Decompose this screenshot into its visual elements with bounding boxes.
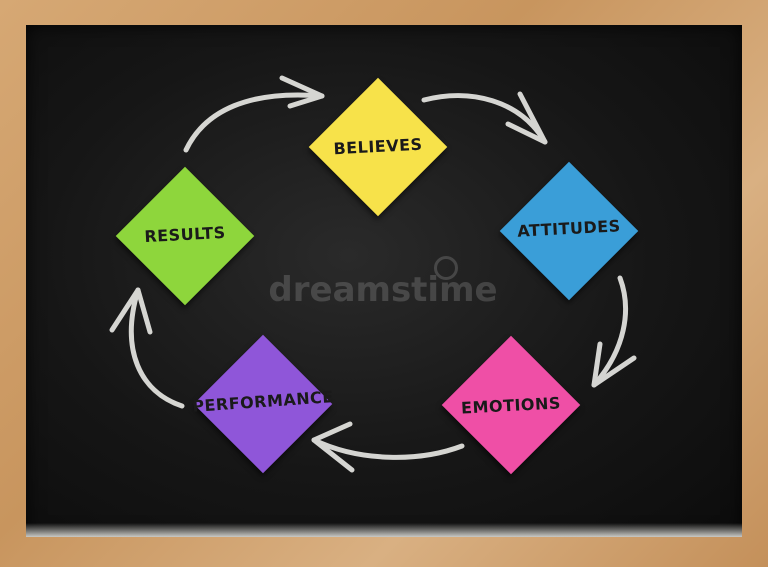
arrowhead-results-to-believes — [279, 75, 325, 109]
arrow-attitudes-to-emotions — [591, 275, 628, 388]
arrow-emotions-to-performance — [311, 437, 465, 460]
arrow-performance-to-results — [128, 287, 185, 409]
arrowhead-performance-to-results — [109, 287, 153, 335]
arrow-results-to-believes — [183, 92, 325, 153]
watermark-text: dreamstime — [268, 270, 498, 310]
arrowhead-believes-to-attitudes — [505, 91, 548, 145]
watermark-circle — [434, 256, 458, 280]
arrowhead-attitudes-to-emotions — [591, 341, 637, 388]
chalk-dust — [26, 523, 742, 537]
arrow-believes-to-attitudes — [421, 93, 548, 145]
arrowhead-emotions-to-performance — [311, 421, 355, 473]
